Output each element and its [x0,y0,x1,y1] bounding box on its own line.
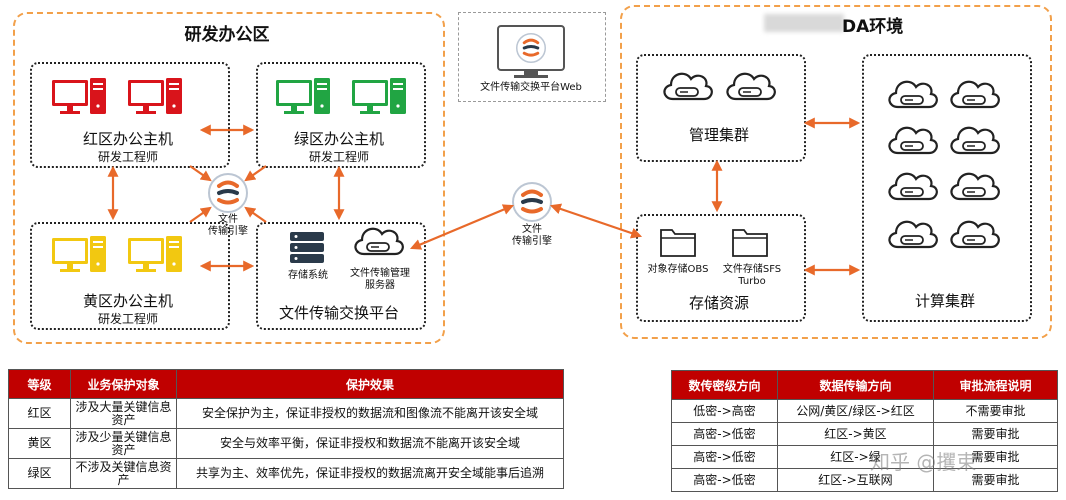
effect-cell: 共享为主、效率优先，保证非授权的数据流离开安全域能事后追溯 [176,458,564,489]
left-engine-label-line2: 传输引擎 [208,226,248,237]
watermark: 知乎 @攫束 [870,450,977,474]
level-cell: 红区 [8,398,71,429]
management-cloud-icons [663,72,776,101]
management-cluster-title: 管理集群 [688,126,749,144]
table-row: 低密->高密 公网/黄区/绿区->红区 不需要审批 [671,399,1058,423]
yellow-host-subtitle: 研发工程师 [97,312,158,326]
header-protection-effect: 保护效果 [176,369,564,399]
security-direction-cell: 高密->低密 [671,445,778,469]
transfer-direction-cell: 公网/黄区/绿区->红区 [777,399,934,423]
transfer-direction-cell: 红区->绿 [777,445,934,469]
red-host-title: 红区办公主机 [82,130,173,148]
level-cell: 绿区 [8,458,71,489]
environment-zone-title: DA环境 [842,17,904,37]
transfer-direction-cell: 红区->黄区 [777,422,934,446]
header-level: 等级 [8,369,71,399]
table-row: 高密->低密 红区->互联网 需要审批 [671,468,1058,492]
obs-label: 对象存储OBS [647,264,709,275]
web-label: 文件传输交换平台Web [480,82,582,93]
storage-system-label: 存储系统 [288,270,328,281]
office-zone [13,12,445,344]
object-cell: 涉及少量关键信息资产 [70,428,177,459]
green-host-subtitle: 研发工程师 [308,150,369,164]
table-row: 黄区 涉及少量关键信息资产 安全与效率平衡，保证非授权和数据流不能离开该安全域 [8,428,564,459]
security-direction-cell: 高密->低密 [671,422,778,446]
sfs-folder-icon [732,229,768,257]
transfer-server-label-line2: 服务器 [365,280,395,291]
redacted-title-segment [764,14,844,32]
middle-engine-label-line1: 文件 [522,224,542,235]
header-security-direction: 数传密级方向 [671,370,778,400]
effect-cell: 安全保护为主，保证非授权的数据流和图像流不能离开该安全域 [176,398,564,429]
flow-table-header: 数传密级方向 数据传输方向 审批流程说明 [671,370,1058,400]
middle-engine-label-line2: 传输引擎 [512,236,552,247]
management-cluster-box[interactable] [636,54,806,162]
green-host-icon [276,78,406,114]
level-cell: 黄区 [8,428,71,459]
table-row: 高密->低密 红区->黄区 需要审批 [671,422,1058,446]
approval-cell: 不需要审批 [933,399,1058,423]
red-host-box[interactable] [30,62,230,168]
environment-zone [620,5,1052,339]
protection-level-table: 等级 业务保护对象 保护效果 红区 涉及大量关键信息资产 安全保护为主，保证非授… [8,369,564,489]
left-engine-label-line1: 文件 [218,214,238,225]
web-monitor-icon [497,25,565,78]
table-row: 红区 涉及大量关键信息资产 安全保护为主，保证非授权的数据流和图像流不能离开该安… [8,398,564,429]
sfs-label-line1: 文件存储SFS [722,264,782,275]
yellow-host-icon [52,236,182,272]
red-host-subtitle: 研发工程师 [97,150,158,164]
red-host-icon [52,78,182,114]
storage-system-icon [290,232,324,263]
security-direction-cell: 高密->低密 [671,468,778,492]
header-transfer-direction: 数据传输方向 [777,370,934,400]
transfer-server-icon [354,227,404,256]
approval-cell: 需要审批 [933,445,1058,469]
storage-resources-title: 存储资源 [688,294,749,312]
security-direction-cell: 低密->高密 [671,399,778,423]
transfer-server-label-line1: 文件传输管理 [350,268,410,279]
table-row: 高密->低密 红区->绿 需要审批 [671,445,1058,469]
object-cell: 不涉及关键信息资产 [70,458,177,489]
object-cell: 涉及大量关键信息资产 [70,398,177,429]
protection-table-header: 等级 业务保护对象 保护效果 [8,369,564,399]
table-row: 绿区 不涉及关键信息资产 共享为主、效率优先，保证非授权的数据流离开安全域能事后… [8,458,564,489]
flow-arrows [107,117,861,276]
approval-cell: 需要审批 [933,422,1058,446]
sfs-label-line2: Turbo [738,276,766,287]
compute-cloud-icons [888,80,1000,249]
left-engine-icon [207,172,249,214]
middle-engine-icon [511,181,553,223]
yellow-host-title: 黄区办公主机 [82,292,173,310]
office-zone-title: 研发办公区 [184,25,270,45]
obs-folder-icon [660,229,696,257]
platform-title: 文件传输交换平台 [278,304,399,322]
approval-cell: 需要审批 [933,468,1058,492]
transfer-direction-cell: 红区->互联网 [777,468,934,492]
compute-cluster-title: 计算集群 [914,292,975,310]
transfer-direction-table: 数传密级方向 数据传输方向 审批流程说明 低密->高密 公网/黄区/绿区->红区… [671,370,1058,492]
green-host-title: 绿区办公主机 [293,130,384,148]
effect-cell: 安全与效率平衡，保证非授权和数据流不能离开该安全域 [176,428,564,459]
header-approval: 审批流程说明 [933,370,1058,400]
header-protected-object: 业务保护对象 [70,369,177,399]
